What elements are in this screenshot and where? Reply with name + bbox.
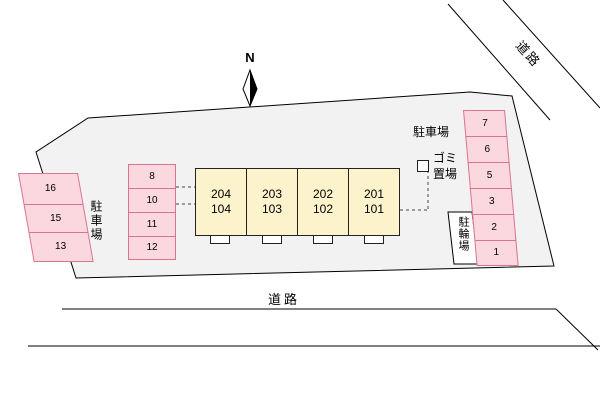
parking-label-left: 駐車場 bbox=[89, 200, 103, 242]
entrance-step bbox=[262, 235, 282, 244]
road-label-bottom: 道路 bbox=[268, 292, 301, 307]
unit-203-103: 203 103 bbox=[247, 169, 298, 235]
unit-202-102: 202 102 bbox=[298, 169, 349, 235]
top-road-line-inner bbox=[447, 3, 551, 121]
parking-stall: 13 bbox=[28, 232, 94, 262]
parking-stall: 15 bbox=[23, 204, 89, 232]
parking-label-right: 駐車場 bbox=[413, 125, 450, 139]
parking-stall: 7 bbox=[463, 110, 508, 136]
unit-201-101: 201 101 bbox=[363, 187, 385, 216]
north-label: N bbox=[245, 50, 255, 65]
parking-stall: 16 bbox=[18, 173, 84, 204]
apartment-building: 204 104 203 103 202 102 201 101 bbox=[195, 168, 400, 236]
entrance-step bbox=[313, 235, 333, 244]
garbage-label-line2: 置場 bbox=[433, 167, 458, 181]
parking-stall: 12 bbox=[128, 236, 176, 260]
parking-stall: 3 bbox=[469, 188, 515, 214]
garbage-label-line1: ゴミ bbox=[433, 151, 458, 165]
top-road-line-outer bbox=[502, 0, 600, 109]
bottom-road-corner bbox=[555, 308, 599, 351]
parking-stall: 2 bbox=[472, 214, 517, 240]
parking-column-left-inner: 8 10 11 12 bbox=[128, 164, 176, 260]
north-arrow-dark-half bbox=[250, 70, 257, 106]
garbage-box-icon bbox=[417, 160, 429, 172]
parking-stall: 10 bbox=[128, 188, 176, 212]
parking-stall: 1 bbox=[474, 240, 519, 266]
unit-204-104: 204 104 bbox=[196, 169, 247, 235]
parking-stall: 5 bbox=[467, 162, 512, 188]
parking-stall: 8 bbox=[128, 164, 176, 188]
parking-stall: 11 bbox=[128, 212, 176, 236]
entrance-step bbox=[210, 235, 230, 244]
parking-stall: 6 bbox=[465, 136, 510, 162]
entrance-step bbox=[364, 235, 384, 244]
bicycle-parking-label: 駐輪場 bbox=[457, 216, 469, 252]
